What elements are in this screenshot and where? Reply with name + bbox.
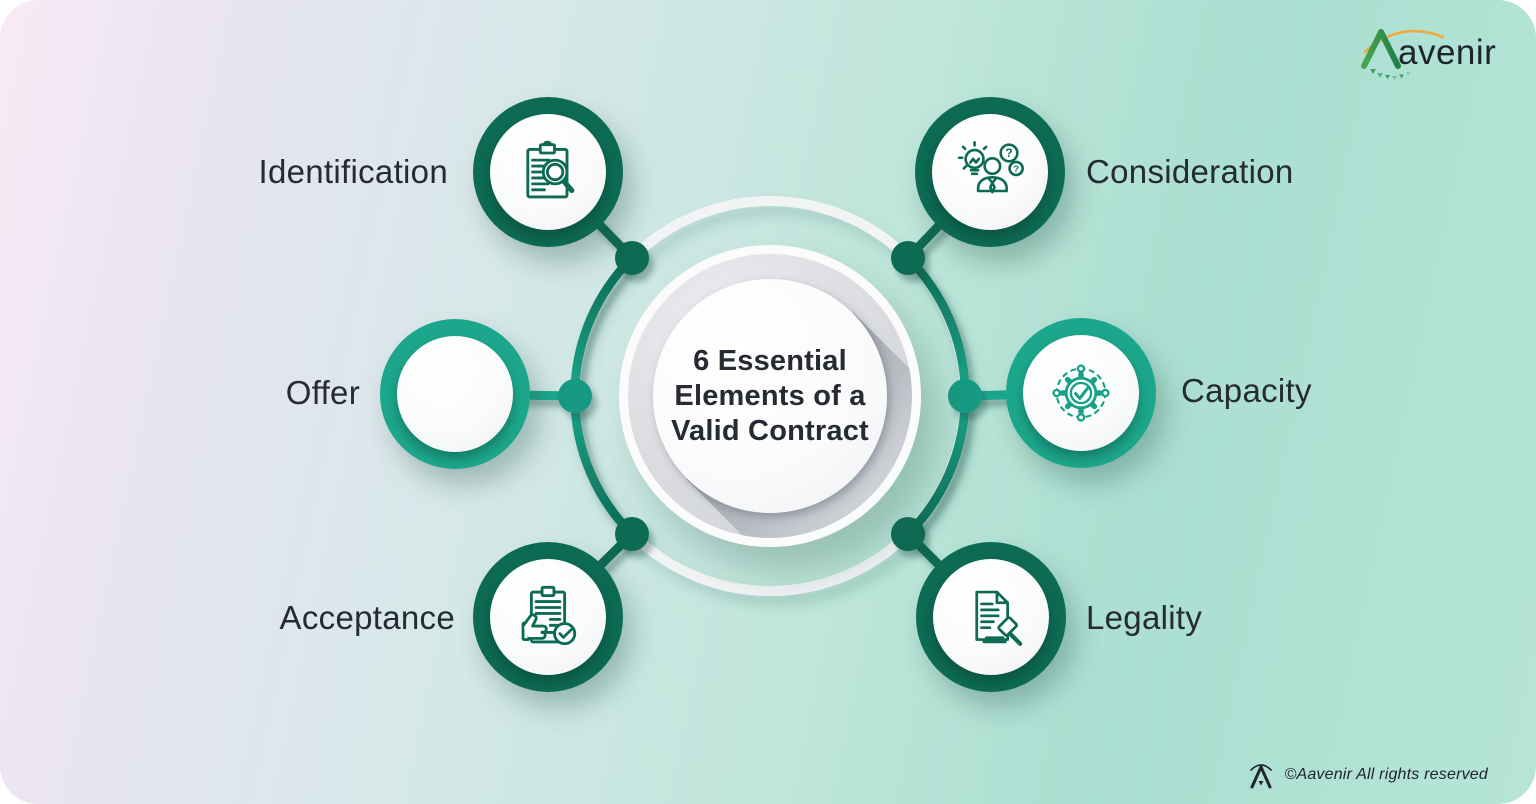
hand-percent-icon xyxy=(417,356,493,432)
label-capacity: Capacity xyxy=(1181,372,1312,410)
node-capacity-inner xyxy=(1023,335,1139,451)
node-capacity xyxy=(1006,318,1156,468)
node-identification-inner xyxy=(490,114,606,230)
label-offer: Offer xyxy=(285,374,360,412)
center-title-line2: Elements of a xyxy=(674,379,866,412)
footer-copyright: ©Aavenir All rights reserved xyxy=(1248,760,1488,790)
document-gavel-icon xyxy=(975,590,1023,646)
node-offer xyxy=(380,319,530,469)
label-acceptance: Acceptance xyxy=(279,599,455,637)
aavenir-logo-mark-icon xyxy=(1361,29,1445,80)
node-legality-inner xyxy=(933,559,1049,675)
center-title-circle: 6 Essential Elements of a Valid Contract xyxy=(653,279,887,513)
center-title-line1: 6 Essential xyxy=(693,344,847,377)
node-acceptance-inner xyxy=(490,559,606,675)
node-legality xyxy=(916,542,1066,692)
copyright-text: ©Aavenir All rights reserved xyxy=(1284,766,1488,783)
node-identification xyxy=(473,97,623,247)
svg-text:?: ? xyxy=(1013,164,1019,175)
node-consideration-inner: ? ? xyxy=(932,114,1048,230)
ring-dot-capacity xyxy=(948,379,982,413)
clipboard-magnifier-icon xyxy=(526,140,575,199)
ring-dot-consideration xyxy=(891,241,925,275)
node-offer-inner xyxy=(397,336,513,452)
ring-dot-offer xyxy=(558,379,592,413)
aavenir-logo-text: avenir xyxy=(1398,33,1497,72)
node-consideration: ? ? xyxy=(915,97,1065,247)
aavenir-footer-mark-icon xyxy=(1250,764,1273,789)
ring-dot-identification xyxy=(615,241,649,275)
node-acceptance xyxy=(473,542,623,692)
center-title-line3: Valid Contract xyxy=(671,414,869,447)
label-identification: Identification xyxy=(258,153,448,191)
label-consideration: Consideration xyxy=(1086,153,1294,191)
gear-check-icon xyxy=(1052,364,1110,422)
svg-text:?: ? xyxy=(1005,146,1012,160)
label-legality: Legality xyxy=(1086,599,1203,637)
ring-dot-acceptance xyxy=(615,517,649,551)
person-idea-questions-icon: ? ? xyxy=(957,141,1024,194)
aavenir-logo: avenir xyxy=(1358,20,1508,82)
clipboard-thumbs-up-icon xyxy=(521,585,577,646)
